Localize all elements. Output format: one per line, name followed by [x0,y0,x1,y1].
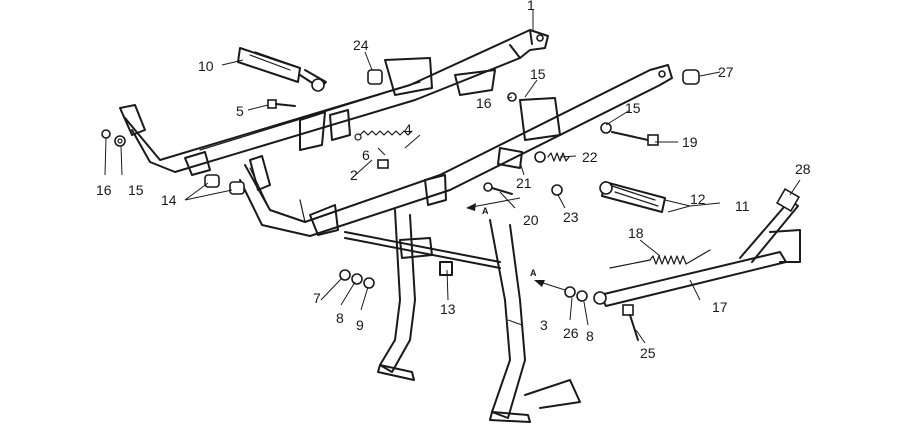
callout-4: 4 [404,121,412,137]
callout-12: 12 [690,191,706,207]
callout-19: 19 [682,134,698,150]
spring-side-stand [609,249,711,269]
svg-text:A: A [530,268,537,278]
callout-11: 11 [735,198,750,214]
callout-17: 17 [712,299,728,315]
svg-text:A: A [482,206,489,216]
callout-6: 6 [362,147,370,163]
callout-22: 22 [582,149,598,165]
stand-fasteners [339,269,375,289]
callout-28: 28 [795,161,811,177]
callout-7: 7 [313,290,321,306]
callout-13: 13 [440,301,456,317]
footrest-left [237,47,327,92]
callout-9: 9 [356,317,364,333]
spacer [367,69,383,85]
view-arrow-a-2: A [530,268,566,291]
nut-23 [551,184,563,196]
callout-5: 5 [236,103,244,119]
bushings [204,174,245,195]
callout-15c: 15 [128,182,144,198]
callout-labels: 1 2 3 4 5 6 7 8 9 10 11 12 13 14 15 15 1… [96,0,811,361]
callout-14: 14 [161,192,177,208]
view-arrow-a-1: A [466,197,521,216]
callout-10: 10 [198,58,214,74]
callout-27: 27 [718,64,734,80]
frame-rail-lower [239,64,673,237]
bolt-6 [377,159,389,169]
pivot-bracket [497,147,523,169]
callout-25: 25 [640,345,656,361]
spring-small [534,151,570,163]
bolt-5 [267,99,296,109]
leader-lines [104,10,801,344]
callout-2: 2 [350,167,358,183]
side-stand [593,187,801,307]
cap-27 [682,69,700,85]
callout-15a: 15 [530,66,546,82]
callout-21: 21 [516,175,532,191]
callout-8b: 8 [586,328,594,344]
callout-26: 26 [563,325,579,341]
callout-3: 3 [540,317,548,333]
callout-18: 18 [628,225,644,241]
callout-1: 1 [527,0,535,13]
center-stand [344,209,581,423]
callout-23: 23 [563,209,579,225]
footrest-right [599,181,666,213]
callout-16b: 16 [96,182,112,198]
frame-rail-upper [124,29,549,173]
bolt-20 [483,182,513,195]
side-stand-fasteners [564,286,639,341]
callout-20: 20 [523,212,539,228]
callout-8a: 8 [336,310,344,326]
callout-15b: 15 [625,100,641,116]
bracket-plates [119,57,561,236]
callout-16a: 16 [476,95,492,111]
callout-24: 24 [353,37,369,53]
spring-upper [354,130,413,141]
